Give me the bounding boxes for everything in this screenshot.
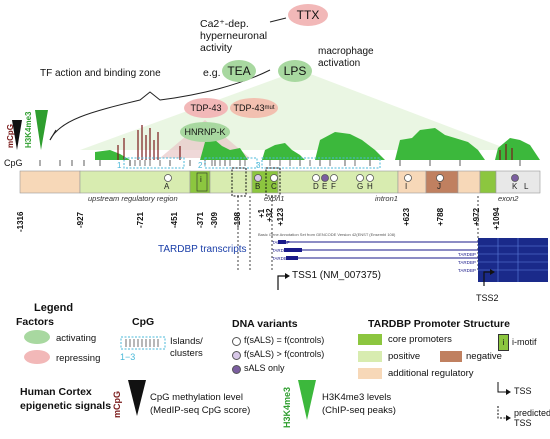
exon1-label: exon1 [264,194,285,203]
genome-browser-panel: Basic Gene Annotation Set from GENCODE V… [258,232,550,284]
variant-equal-label: f(sALS) = f(controls) [244,335,325,345]
letter-i: I [405,182,408,191]
negative-label: negative [466,351,502,362]
cluster-3-label: 3 [256,161,261,170]
human-cortex-label: Human Cortex [20,386,92,398]
macrophage-label: macrophage activation [318,46,374,69]
imotif-swatch: i [498,334,509,351]
tss2-label: TSS2 [476,293,499,303]
core-swatch [358,334,382,345]
imotif-legend-label: i-motif [512,337,537,347]
tss-legend-arrows [497,382,511,421]
variant-equal-icon [232,337,241,346]
intron1-label: intron1 [375,194,398,203]
legend-promoter-title: TARDBP Promoter Structure [368,318,510,330]
repressing-label: repressing [56,353,101,364]
imotif-label: i [200,175,202,184]
islands-label: Islands/ [170,336,203,347]
letter-j: J [437,182,441,191]
negative-swatch [440,351,462,362]
activating-swatch [24,330,50,344]
tea-factor: TEA [222,60,256,82]
ca-activity-label: Ca2⁺-dep. hyperneuronal activity [200,18,268,54]
legend-cpg: CpG [132,316,155,328]
cluster-1-label: 1 [117,161,122,170]
mcpg-legend-wedge [128,380,146,416]
epigenetic-label: epigenetic signals [20,400,112,412]
eg-label: e.g. [203,67,221,79]
predicted-tss-label: predicted [514,408,550,418]
cpg-cluster-swatch [120,336,166,350]
gene-label-1: TARDBP [272,240,290,245]
tss-legend-label: TSS [514,386,532,396]
letter-d: D [313,182,319,191]
clusters-label: clusters [170,348,203,359]
letter-l: L [524,182,529,191]
variant-sals-label: sALS only [244,363,285,373]
exon2-label: exon2 [498,194,519,203]
predicted-tss-label-2: TSS [514,418,532,428]
tss-arrows [277,269,495,290]
gene-label-3: TARDBP [272,256,290,261]
legend-dna-variants: DNA variants [232,318,298,330]
letter-g: G [357,182,364,191]
additional-swatch [358,368,382,379]
core-label: core promoters [388,334,452,345]
hnrnpk-factor: HNRNP-K [180,122,230,142]
cpg-range-label: 1−3 [120,352,136,362]
variant-sals-icon [232,365,241,374]
positive-label: positive [388,351,421,362]
lps-factor: LPS [278,60,312,82]
legend-title: Legend [34,302,74,314]
browser-header: Basic Gene Annotation Set from GENCODE V… [258,232,396,237]
tdp43-factor: TDP-43 [184,98,228,118]
ttx-factor: TTX [288,4,328,26]
mcpg-legend-line1: CpG methylation level [150,392,243,403]
variant-greater-label: f(sALS) > f(controls) [244,349,325,359]
letter-k: K [512,182,518,191]
gene-label-2: TARDBP [272,248,290,253]
h3k4me3-legend-wedge [298,380,316,420]
letter-e: E [322,182,328,191]
h3k4me3-legend-label: H3K4me3 [282,386,292,428]
letter-h: H [367,182,373,191]
mcpg-legend-label: mCpG [112,391,122,418]
cpg-track-label: CpG [4,158,23,168]
letter-b: B [255,182,261,191]
variant-greater-icon [232,351,241,360]
h3k4me3-legend-line2: (ChIP-seq peaks) [322,405,396,416]
additional-label: additional regulatory [388,368,474,379]
transcripts-title: TARDBP transcripts [158,244,247,255]
gene-label-5: TARDBP [458,260,476,265]
upstream-region-label: upstream regulatory region [88,194,178,203]
cluster-2-label: 2 [198,161,203,170]
gene-label-6: TARDBP [458,268,476,273]
tss1-label: TSS1 (NM_007375) [292,270,381,281]
gene-label-4: TARDBP [458,252,476,257]
positive-swatch [358,351,382,362]
transcript-tracks [278,238,548,282]
h3k4me3-legend-line1: H3K4me3 levels [322,392,392,403]
mcpg-legend-line2: (MedIP-seq CpG score) [150,405,251,416]
letter-f: F [331,182,336,191]
letter-c: C [271,182,277,191]
ttx-label: TTX [296,8,320,22]
activating-label: activating [56,333,97,344]
repressing-swatch [24,350,50,364]
legend-factors: Factors [16,316,54,328]
tf-zone-label: TF action and binding zone [40,68,161,79]
letter-a: A [164,182,170,191]
